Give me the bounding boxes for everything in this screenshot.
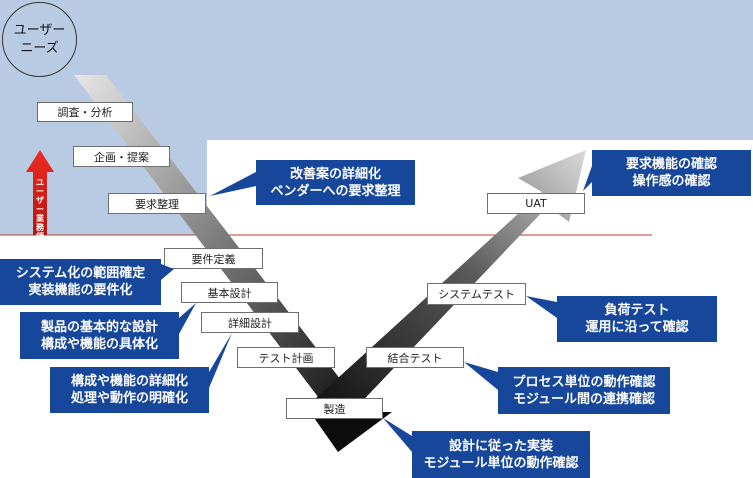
callout-requirements-line1: 改善案の詳細化 xyxy=(289,166,381,182)
box-requirements-definition: 要件定義 xyxy=(164,248,263,269)
box-detailed-design: 詳細設計 xyxy=(201,312,299,333)
callout-uat-line1: 要求機能の確認 xyxy=(625,157,717,172)
box-integration-test: 結合テスト xyxy=(366,347,464,368)
callout-manufacturing-line1: 設計に従った実装 xyxy=(448,438,553,454)
box-uat: UAT xyxy=(487,193,585,214)
callout-detailed-design-line1: 構成や機能の詳細化 xyxy=(70,374,188,389)
callout-manufacturing: 設計に従った実装 モジュール単位の動作確認 xyxy=(412,431,590,478)
box-requirements: 要求整理 xyxy=(108,193,206,214)
user-domain-arrow xyxy=(26,150,54,235)
box-planning: 企画・提案 xyxy=(73,146,170,167)
v-model-up-band xyxy=(316,150,586,412)
callout-basic-design: 製品の基本的な設計 構成や機能の具体化 xyxy=(20,312,179,359)
callout-requirements-definition: システム化の範囲確定 実装機能の要件化 xyxy=(0,259,161,305)
v-model-tip xyxy=(310,412,392,452)
box-manufacturing: 製造 xyxy=(286,398,383,419)
box-test-plan: テスト計画 xyxy=(237,347,335,368)
user-domain-area xyxy=(0,0,753,235)
callout-manufacturing-line2: モジュール単位の動作確認 xyxy=(423,455,579,471)
callout-requirements: 改善案の詳細化 ベンダーへの要求整理 xyxy=(256,160,415,205)
user-needs-circle: ユーザー ニーズ xyxy=(2,2,77,77)
callout-detailed-design-line2: 処理や動作の明確化 xyxy=(70,391,188,406)
callout-basic-design-line2: 構成や機能の具体化 xyxy=(40,336,158,352)
user-domain-label: ユーザー業務領域 xyxy=(36,178,44,250)
box-survey: 調査・分析 xyxy=(37,102,133,122)
callout-integration-test-line1: プロセス単位の動作確認 xyxy=(512,374,656,390)
callout-basic-design-line1: 製品の基本的な設計 xyxy=(40,319,158,335)
callout-integration-test-line2: モジュール間の連携確認 xyxy=(512,391,656,407)
callout-requirements-line2: ベンダーへの要求整理 xyxy=(270,183,401,199)
box-system-test: システムテスト xyxy=(427,283,526,305)
box-basic-design: 基本設計 xyxy=(181,282,278,303)
callout-system-test-line2: 運用に沿って確認 xyxy=(585,320,689,335)
callout-detailed-design: 構成や機能の詳細化 処理や動作の明確化 xyxy=(50,367,209,413)
callout-integration-test: プロセス単位の動作確認 モジュール間の連携確認 xyxy=(498,367,670,414)
user-needs-line1: ユーザー xyxy=(13,22,66,38)
callout-requirements-definition-line1: システム化の範囲確定 xyxy=(15,266,146,281)
callout-system-test-line1: 負荷テスト xyxy=(604,303,670,318)
callout-system-test: 負荷テスト 運用に沿って確認 xyxy=(557,296,717,342)
callout-uat-line2: 操作感の確認 xyxy=(632,174,711,189)
user-needs-line2: ニーズ xyxy=(20,40,59,56)
callout-requirements-definition-line2: 実装機能の要件化 xyxy=(28,283,133,298)
callout-uat: 要求機能の確認 操作感の確認 xyxy=(592,150,751,196)
